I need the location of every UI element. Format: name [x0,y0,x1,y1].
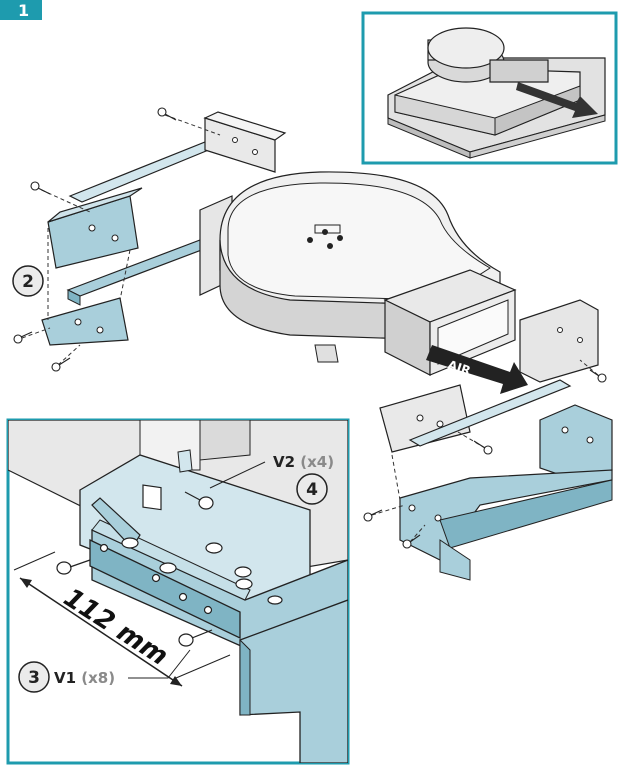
screw-icon [30,181,51,195]
inset-flow-arrow-icon [516,82,598,118]
screw-icon [363,509,383,522]
screw-icon [402,534,421,549]
air-flow-arrow-icon: AIR [426,345,528,394]
callout-4: 4 [296,473,328,505]
exploded-view: AIR [12,107,613,581]
svg-text:V1 (x8): V1 (x8) [54,669,115,687]
step-badge: 1 [0,0,42,20]
screw-icon [473,440,493,455]
screw-icon [589,369,607,383]
svg-text:V2 (x4): V2 (x4) [273,453,334,471]
svg-text:3: 3 [28,668,40,688]
step-number: 1 [18,1,29,20]
right-rail [399,404,613,581]
svg-text:4: 4 [306,480,318,500]
screw-icon [157,107,177,121]
inset-outlet [361,11,618,165]
front-bracket-right [379,299,599,453]
screw-icon [51,357,71,372]
screws [13,107,607,549]
screw-icon [56,559,91,575]
screw-v1-qty: (x8) [81,669,115,687]
alignment-guides [21,114,599,543]
rear-bracket-left [47,111,287,269]
left-rail [41,239,214,346]
screw-v1-code: V1 [54,669,76,687]
screw-v2-qty: (x4) [300,453,334,471]
screw-icon [13,331,33,344]
svg-text:2: 2 [22,272,34,292]
label-v2: V2 (x4) [209,453,334,489]
detail-inset: 112 mm V2 (x4) 4 3 V1 (x8) [6,418,350,765]
callout-2: 2 [12,265,44,297]
step-badge-icon [0,0,42,20]
fan-unit [199,171,517,376]
label-v1: V1 (x8) [54,649,191,687]
callout-3: 3 [18,661,50,693]
screw-icon [184,491,214,510]
screw-v2-code: V2 [273,453,295,471]
screw-icon [178,629,213,647]
air-label: AIR [446,358,472,378]
